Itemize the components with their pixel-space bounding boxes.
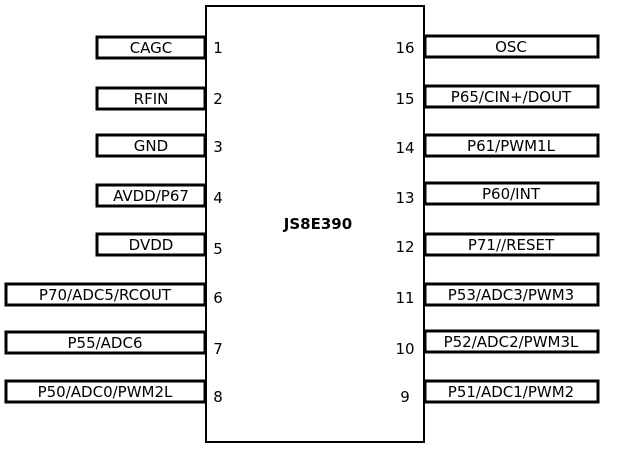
pin-number: 7 xyxy=(213,340,223,358)
pin-label-box xyxy=(423,379,600,404)
pin-label: OSC xyxy=(495,38,527,56)
pin-label: P55/ADC6 xyxy=(67,334,142,352)
left-pin-3: GND 3 xyxy=(95,133,223,158)
left-pin-1: CAGC 1 xyxy=(95,35,223,60)
pin-label: CAGC xyxy=(130,39,173,57)
pin-label: P53/ADC3/PWM3 xyxy=(448,286,574,304)
pin-label: GND xyxy=(134,137,168,155)
left-pin-6: P70/ADC5/RCOUT 6 xyxy=(4,282,223,307)
pin-label: P65/CIN+/DOUT xyxy=(451,88,572,106)
right-pin-9: P51/ADC1/PWM2 9 xyxy=(400,379,600,406)
right-pin-11: P53/ADC3/PWM3 11 xyxy=(395,282,600,307)
right-pin-13: P60/INT 13 xyxy=(395,181,600,207)
pin-label-box xyxy=(423,84,600,109)
pin-label-box xyxy=(95,183,207,208)
right-pin-16: OSC 16 xyxy=(395,34,600,59)
right-pin-12: P71//RESET 12 xyxy=(395,232,600,257)
pin-label: P51/ADC1/PWM2 xyxy=(448,383,574,401)
pin-number: 12 xyxy=(395,238,414,256)
chip-body xyxy=(205,5,425,443)
left-pin-8: P50/ADC0/PWM2L 8 xyxy=(4,379,223,406)
pin-label-box xyxy=(423,181,600,206)
left-pin-2: RFIN 2 xyxy=(95,86,223,111)
pin-number: 13 xyxy=(395,189,414,207)
pin-label-box xyxy=(4,379,207,404)
pin-number: 10 xyxy=(395,340,414,358)
pin-number: 1 xyxy=(213,39,223,57)
pin-number: 5 xyxy=(213,240,223,258)
pin-label: DVDD xyxy=(129,236,174,254)
pin-label: P52/ADC2/PWM3L xyxy=(444,333,579,351)
pin-label: P60/INT xyxy=(482,185,541,203)
left-pin-4: AVDD/P67 4 xyxy=(95,183,223,208)
pin-label-box xyxy=(423,329,600,354)
right-pin-15: P65/CIN+/DOUT 15 xyxy=(395,84,600,109)
pin-label: P70/ADC5/RCOUT xyxy=(39,286,172,304)
pin-number: 9 xyxy=(400,388,410,406)
pin-number: 11 xyxy=(395,289,414,307)
pin-label-box xyxy=(95,232,207,257)
pin-label-box xyxy=(95,86,207,111)
pin-label: AVDD/P67 xyxy=(113,187,189,205)
pin-label-box xyxy=(423,282,600,307)
pin-label: P71//RESET xyxy=(468,236,555,254)
pin-number: 3 xyxy=(213,138,223,156)
left-pin-7: P55/ADC6 7 xyxy=(4,330,223,358)
pin-number: 15 xyxy=(395,90,414,108)
pin-label-box xyxy=(4,282,207,307)
right-pin-10: P52/ADC2/PWM3L 10 xyxy=(395,329,600,358)
pin-number: 16 xyxy=(395,39,414,57)
pin-number: 4 xyxy=(213,189,223,207)
pin-label-box xyxy=(95,35,207,60)
chip-name: JS8E390 xyxy=(283,215,352,233)
right-pin-14: P61/PWM1L 14 xyxy=(395,133,600,158)
pin-number: 6 xyxy=(213,289,223,307)
pin-label-box xyxy=(4,330,207,355)
left-pin-5: DVDD 5 xyxy=(95,232,223,258)
pin-label-box xyxy=(423,232,600,257)
pin-label-box xyxy=(423,34,600,59)
pin-label: P61/PWM1L xyxy=(467,137,556,155)
pin-label-box xyxy=(95,133,207,158)
pin-label-box xyxy=(423,133,600,158)
pin-number: 8 xyxy=(213,388,223,406)
pin-label: RFIN xyxy=(134,90,169,108)
pin-label: P50/ADC0/PWM2L xyxy=(38,383,173,401)
pin-number: 2 xyxy=(213,90,223,108)
pin-number: 14 xyxy=(395,139,414,157)
